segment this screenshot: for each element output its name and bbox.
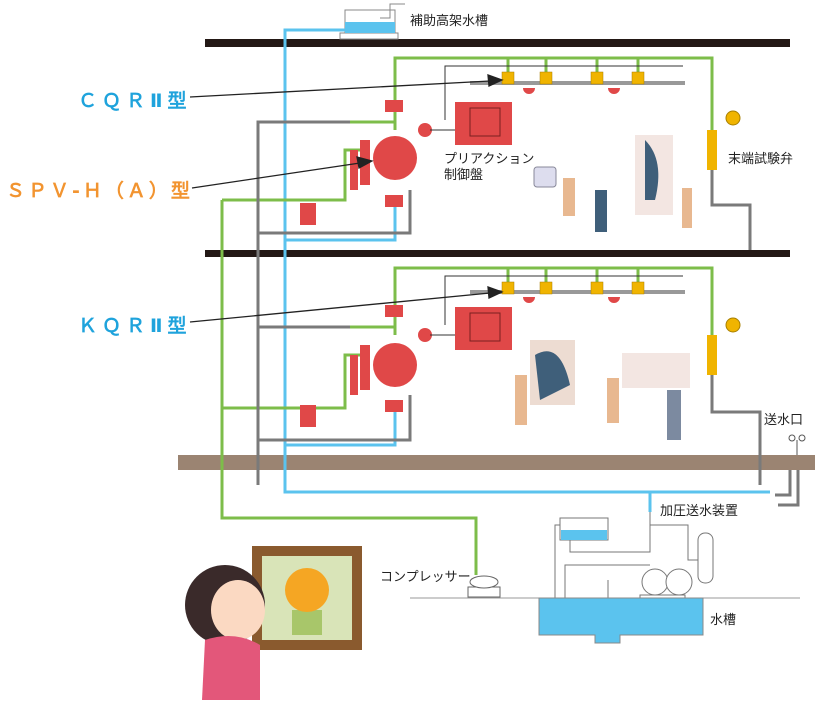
- end-test-valve-upper: [707, 110, 741, 170]
- kqr-label: ＫＱＲⅡ型: [78, 315, 192, 337]
- gallery-visitors-lower: [515, 340, 690, 440]
- ground-floor: [178, 455, 815, 470]
- compressor: [467, 575, 501, 598]
- mid-slab: [205, 250, 790, 257]
- fire-dept-inlet-label: 送水口: [764, 413, 804, 428]
- end-test-valve-lower: [707, 317, 741, 375]
- water-tank: [538, 597, 704, 644]
- pointer-arrows: [189, 74, 504, 323]
- sprinkler-branch-lower: [444, 275, 685, 325]
- girl-illustration: [185, 565, 265, 700]
- end-test-valve-label: 末端試験弁: [728, 152, 794, 167]
- aux-tank-label: 補助高架水槽: [410, 14, 489, 29]
- flower-painting: [252, 546, 362, 650]
- spv-label: ＳＰＶ-Ｈ（Ａ）型: [6, 180, 193, 202]
- water-tank-label: 水槽: [710, 613, 737, 628]
- drain-pipe: [256, 120, 800, 507]
- aux-elevated-tank: [339, 3, 405, 40]
- pressure-pump-label: 加圧送水装置: [660, 504, 739, 519]
- fire-dept-inlet: [788, 434, 806, 455]
- roof-slab: [205, 39, 790, 47]
- preaction-panel-label-2: 制御盤: [444, 168, 484, 183]
- preaction-valve-lower: [300, 305, 432, 427]
- compressor-label: コンプレッサー: [380, 570, 471, 585]
- cqr-label: ＣＱＲⅡ型: [78, 90, 192, 112]
- preaction-control-panel-upper: [455, 102, 512, 145]
- preaction-panel-label-1: プリアクション: [444, 152, 535, 167]
- preaction-control-panel-lower: [455, 307, 512, 350]
- pressure-pump-unit: [554, 512, 714, 637]
- sprinkler-branch-upper: [444, 65, 685, 120]
- water-pipe: [283, 28, 770, 512]
- gallery-visitors-upper: [533, 135, 692, 232]
